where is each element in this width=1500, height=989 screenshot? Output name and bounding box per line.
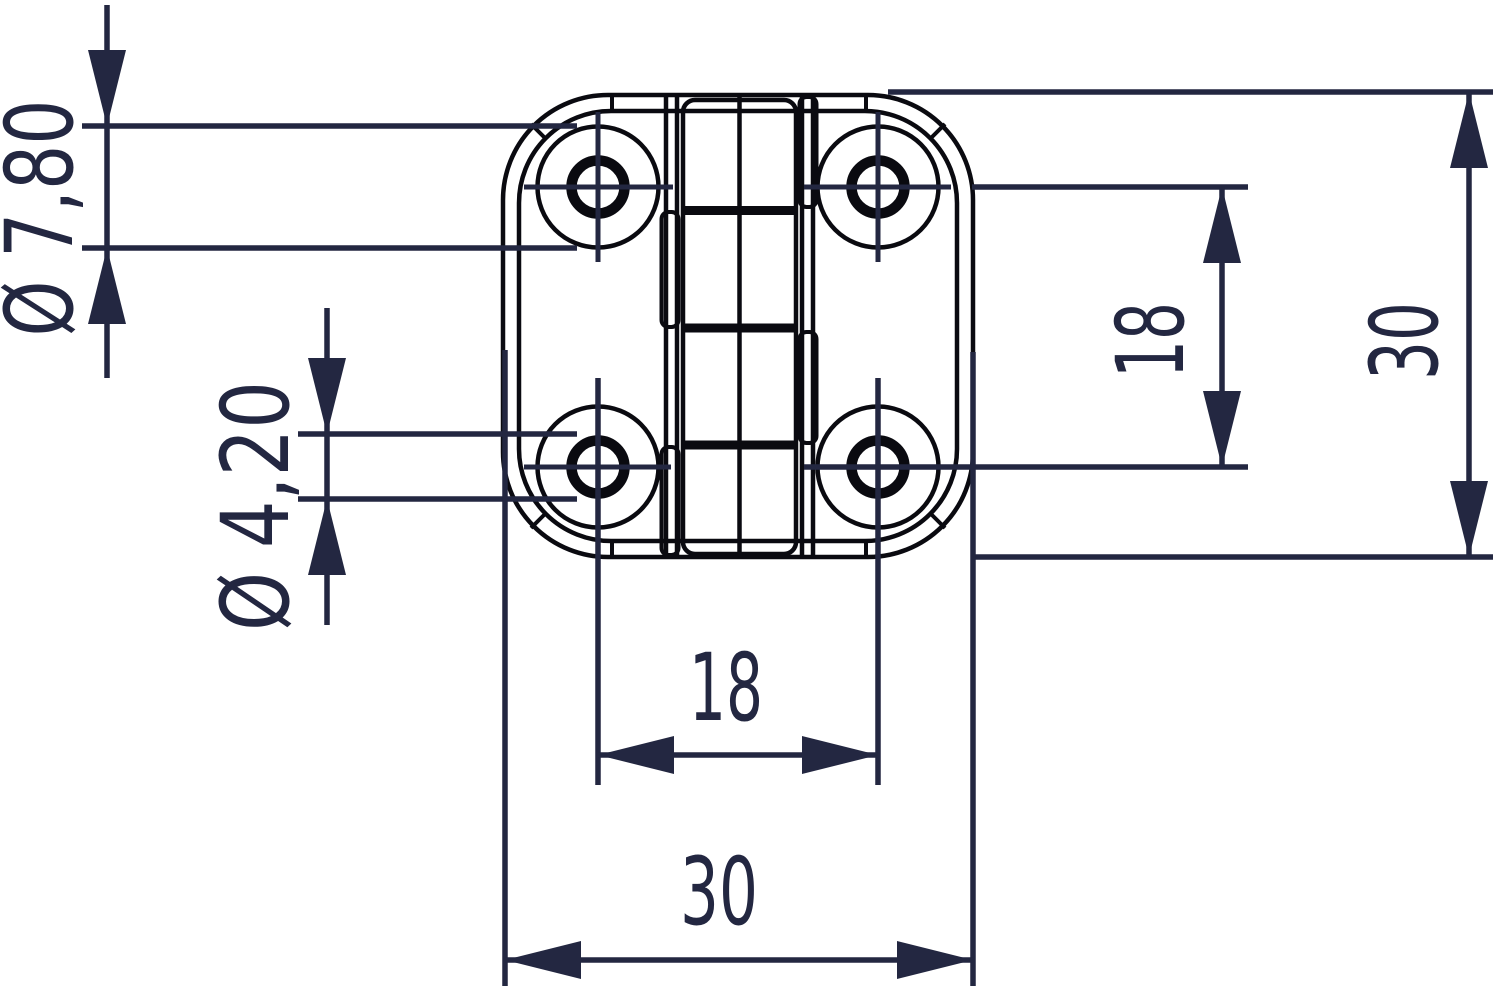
arrowhead-down-icon (88, 50, 126, 126)
hinge-barrel (659, 95, 819, 557)
dimension-hole-pitch-horizontal: 18 (595, 378, 881, 785)
arrowhead-left-icon (598, 736, 674, 774)
dimension-label-overall-width: 30 (680, 838, 758, 947)
dimension-label-counterbore-diameter: Ø 7,80 (0, 100, 95, 337)
arrowhead-down-icon (308, 358, 346, 434)
dimension-hole-pitch-vertical: 18 (804, 184, 1248, 470)
dimension-label-hole-pitch-horizontal: 18 (689, 634, 763, 743)
knuckle-joints (683, 206, 796, 450)
contour-tick-marks (529, 95, 947, 557)
arrowhead-down-icon (1450, 481, 1488, 557)
dimension-hole-diameter: Ø 4,20 (202, 308, 577, 631)
arrowhead-right-icon (802, 736, 878, 774)
arrowhead-right-icon (897, 941, 973, 979)
arrowhead-up-icon (1203, 187, 1241, 263)
arrowhead-up-icon (308, 499, 346, 575)
dimension-overall-width: 30 (502, 350, 976, 986)
hole-centerlines (524, 112, 951, 470)
arrowhead-left-icon (505, 941, 581, 979)
dimension-counterbore-diameter: Ø 7,80 (0, 5, 577, 378)
dimension-label-hole-pitch-vertical: 18 (1097, 302, 1206, 378)
arrowhead-down-icon (1203, 391, 1241, 467)
dimension-annotations: Ø 7,80 Ø 4,20 18 (0, 5, 1493, 986)
knuckle-side-strips (659, 95, 819, 557)
dimension-overall-height: 30 (888, 89, 1493, 560)
arrowhead-up-icon (1450, 92, 1488, 168)
arrowhead-up-icon (88, 248, 126, 324)
dimension-label-overall-height: 30 (1351, 302, 1460, 380)
dimension-label-hole-diameter: Ø 4,20 (202, 381, 311, 631)
hinge-part-view (500, 92, 976, 560)
